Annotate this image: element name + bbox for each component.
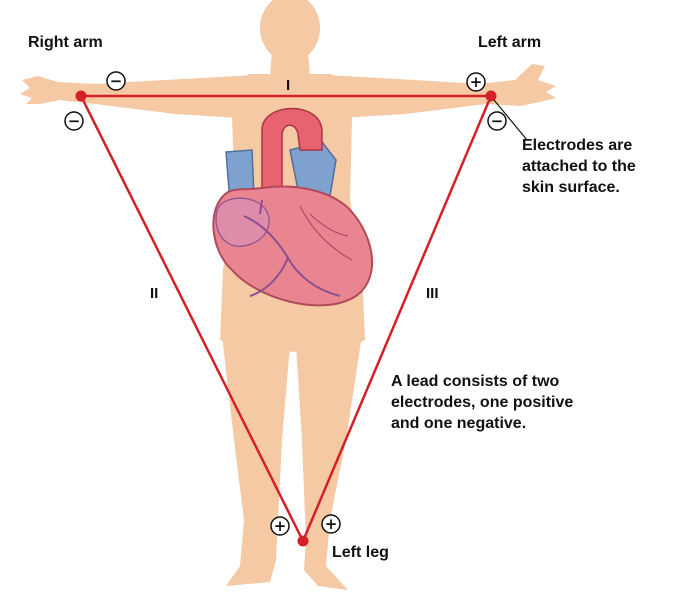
lead-iii-line [301, 95, 493, 542]
neck [270, 50, 310, 78]
marker-ring-lead-ii-negative [64, 111, 84, 131]
polarity-markers [64, 71, 507, 536]
coronary-vessels [299, 205, 353, 261]
heart-illustration [212, 107, 373, 307]
left-arm-label: Left arm [478, 34, 542, 51]
marker-lead-i-positive: + [470, 73, 483, 91]
electrode-pointer-line [493, 99, 528, 141]
right-atrium [215, 197, 270, 247]
left-leg [296, 335, 362, 590]
lead-ii-line [79, 95, 305, 542]
right-arm-electrode [75, 90, 87, 102]
lead-definition-line-2: electrodes, one positive [391, 394, 574, 411]
electrodes-note-line-3: skin surface. [522, 179, 620, 196]
left-leg-label: Left leg [332, 544, 389, 561]
lead-i-label: I [286, 77, 291, 94]
marker-ring-lead-ii-positive [270, 516, 290, 536]
marker-lead-i-negative: − [110, 72, 123, 90]
marker-ring-lead-iii-negative [487, 111, 507, 131]
lead-iii-label: III [426, 285, 439, 302]
marker-ring-lead-i-negative [106, 71, 126, 91]
marker-ring-lead-i-positive [466, 72, 486, 92]
lead-definition-line-1: A lead consists of two [391, 373, 560, 390]
conduction-pathway [243, 199, 341, 297]
marker-lead-ii-positive: + [274, 517, 287, 535]
left-arm [308, 64, 556, 118]
marker-ring-lead-iii-positive [321, 514, 341, 534]
marker-lead-iii-positive: + [325, 515, 338, 533]
electrodes-note-line-1: Electrodes are [522, 137, 633, 154]
left-leg-electrode [297, 535, 309, 547]
lead-ii-label: II [150, 285, 159, 302]
right-arm-label: Right arm [28, 34, 103, 51]
lead-definition-line-3: and one negative. [391, 415, 527, 432]
marker-lead-iii-negative: − [491, 112, 504, 130]
electrodes-note-line-2: attached to the [522, 158, 636, 175]
marker-lead-ii-negative: − [68, 112, 81, 130]
head [260, 0, 320, 62]
lead-triangle [79, 94, 493, 542]
right-leg [222, 335, 290, 586]
aorta [261, 107, 323, 197]
left-arm-electrode [485, 90, 497, 102]
